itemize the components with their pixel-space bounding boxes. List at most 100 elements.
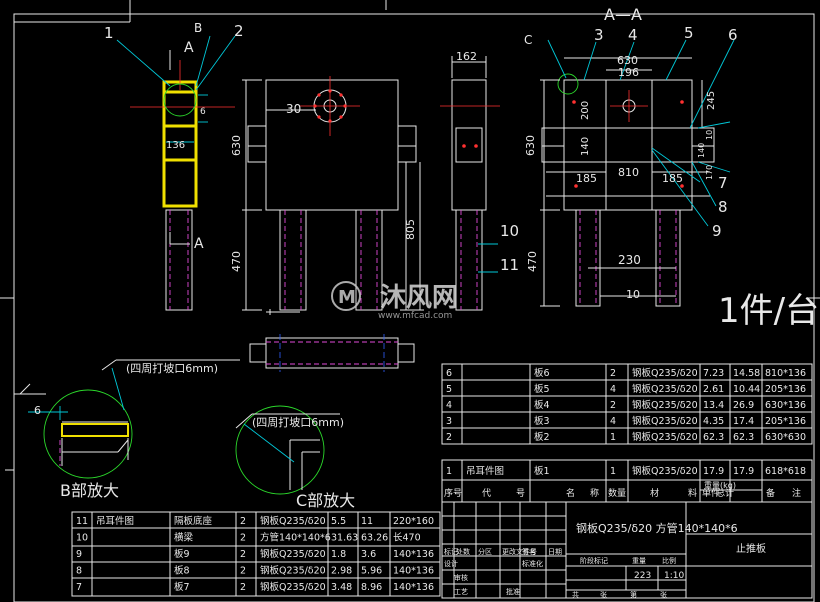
quantity-note: 1件/台: [718, 291, 819, 331]
bom-upper-cell: 板4: [534, 399, 550, 411]
bom-lower-cell: 9: [76, 549, 82, 560]
bom-header-cell: 数量: [608, 487, 626, 499]
bom-upper-cell: 1: [446, 466, 452, 477]
bom-upper-cell: 17.9: [733, 466, 754, 477]
section-mark-a-top: A: [184, 40, 194, 56]
bom-weight-header: 重量(kg): [704, 480, 736, 490]
dim-630-front: 630: [230, 135, 243, 156]
section-mark-b: B: [194, 21, 202, 35]
bom-upper-cell: 13.4: [703, 400, 724, 411]
bom-upper-cell: 810*136: [765, 368, 806, 379]
dim-185-left: 185: [576, 172, 597, 185]
title-label: 第: [630, 590, 637, 599]
bom-lower-cell: 1.8: [331, 549, 346, 560]
dim-140: 140: [580, 137, 591, 156]
bom-lower-cell: 横梁: [174, 532, 194, 544]
section-mark-a-bottom: A: [194, 236, 204, 252]
bom-lower-cell: 11: [361, 516, 373, 527]
callout-4: 4: [628, 26, 638, 44]
dim-200: 200: [580, 101, 591, 120]
bom-header-cell: 备: [766, 487, 775, 499]
bom-upper-cell: 62.3: [703, 432, 724, 443]
front-view: [242, 76, 424, 311]
bom-lower-cell: 11: [76, 516, 88, 527]
bom-lower-cell: 3.6: [361, 549, 376, 560]
bom-upper-cell: 14.58: [733, 368, 760, 379]
title-label: 比例: [662, 556, 676, 565]
bom-upper-cell: 3: [446, 416, 452, 427]
callout-11: 11: [500, 256, 519, 274]
bom-upper-cell: 17.4: [733, 416, 754, 427]
title-label: 设计: [444, 559, 458, 568]
bom-upper-table: [441, 363, 813, 503]
dim-470-front: 470: [230, 251, 243, 272]
section-mark-c: C: [524, 33, 532, 47]
bom-upper-cell: 2: [610, 368, 616, 379]
bom-upper-cell: 板6: [534, 367, 550, 379]
bom-upper-cell: 板5: [534, 383, 550, 395]
title-material: 钢板Q235/δ20 方管140*140*6: [576, 521, 738, 535]
watermark: M 沐风网 www.mfcad.com: [331, 281, 458, 321]
bom-lower-cell: 板8: [174, 565, 190, 577]
dim-185-right: 185: [662, 172, 683, 185]
title-weight: 223: [634, 571, 651, 581]
bottom-plan-view: [249, 309, 415, 372]
bom-upper-cell: 1: [610, 466, 616, 477]
bom-lower-table: [71, 511, 441, 597]
bom-lower-cell: 140*136: [393, 566, 434, 577]
callout-numbers: 1 2 3 4 5 6 7 8 9 10 11 B: [104, 21, 738, 274]
view-title-aa: A—A: [604, 5, 642, 24]
bom-lower-cell: 板9: [174, 548, 190, 560]
bom-lower-cell: 吊耳件图: [96, 515, 134, 527]
bom-lower-cell: 钢板Q235/δ20: [260, 548, 326, 560]
bom-lower-cell: 5.96: [361, 566, 382, 577]
bom-lower-cell: 隔板底座: [174, 515, 213, 527]
bom-lower-cell: 8.96: [361, 582, 382, 593]
detail-c-caption: C部放大: [296, 491, 355, 510]
bom-upper-cell: 4: [610, 416, 616, 427]
bom-lower-cell: 2: [240, 566, 246, 577]
bom-lower-cell: 钢板Q235/δ20: [260, 515, 326, 527]
bom-header-cell: 代: [482, 488, 491, 499]
dim-245: 245: [706, 91, 717, 110]
title-block-labels: 标记处数分区更改文件号签名日期设计标准化审核工艺批准阶段标记重量比例共张第张: [444, 547, 676, 599]
bom-lower-cell: 8: [76, 566, 82, 577]
title-scale: 1:10: [664, 571, 684, 581]
svg-text:M: M: [338, 287, 356, 308]
bom-upper-cell: 2: [446, 432, 452, 443]
bom-upper-cell: 205*136: [765, 416, 806, 427]
detail-c-weld-note: (四周打坡口6mm): [252, 415, 344, 429]
detail-b-dim-6: 6: [34, 404, 41, 417]
bom-upper-cell: 5: [446, 384, 452, 395]
bom-lower-cell: 140*136: [393, 549, 434, 560]
bom-lower-cell: 2: [240, 533, 246, 544]
title-label: 标准化: [522, 559, 543, 568]
detail-b-weld-note: (四周打坡口6mm): [126, 361, 218, 375]
dim-810: 810: [618, 166, 639, 179]
dim-10: 10: [626, 288, 640, 301]
left-section-view: [116, 35, 236, 311]
bom-upper-cell: 630*630: [765, 432, 806, 443]
bom-lower-cell: 140*136: [393, 582, 434, 593]
bom-upper-cell: 6: [446, 368, 452, 379]
callout-9: 9: [712, 222, 722, 240]
dim-196: 196: [618, 66, 639, 79]
bom-lower-cell: 2: [240, 516, 246, 527]
bom-upper-cell: 1: [610, 432, 616, 443]
title-label: 阶段标记: [580, 556, 608, 565]
bom-upper-cell: 钢板Q235/δ20: [632, 367, 698, 379]
dim-630-top: 630: [617, 54, 638, 67]
callout-1: 1: [104, 24, 114, 42]
bom-header-cell: 称: [590, 487, 599, 499]
bom-upper-cell: 4: [446, 400, 452, 411]
dim-6-left: 6: [200, 107, 206, 117]
bom-lower-cell: 7: [76, 582, 82, 593]
bom-upper-cell: 17.9: [703, 466, 724, 477]
bom-lower-cell: 2.98: [331, 566, 352, 577]
title-label: 日期: [548, 548, 562, 556]
bom-upper-cell: 4: [610, 384, 616, 395]
bom-upper-cell: 钢板Q235/δ20: [632, 415, 698, 427]
bom-upper-cell: 26.9: [733, 400, 754, 411]
callout-6: 6: [728, 26, 738, 44]
